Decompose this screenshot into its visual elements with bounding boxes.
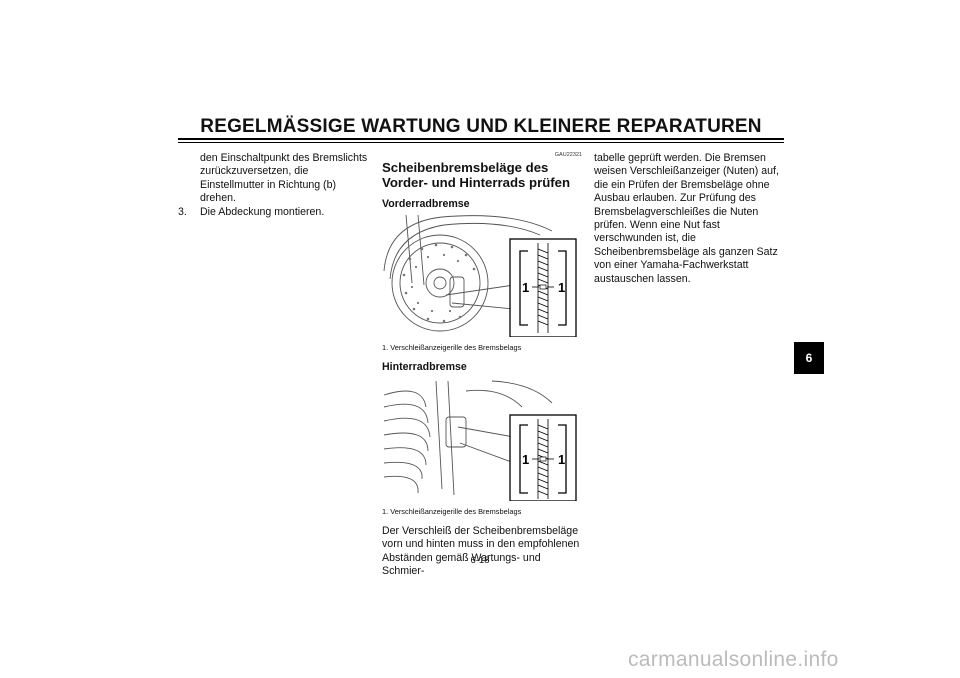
- callout-right: 1: [558, 280, 565, 295]
- watermark: carmanualsonline.info: [628, 648, 839, 671]
- front-brake-heading: Vorderradbremse: [382, 198, 470, 210]
- rear-brake-heading: Hinterradbremse: [382, 361, 467, 374]
- column-right: tabelle geprüft werden. Die Bremsen weis…: [594, 152, 786, 286]
- callout-left: 1: [522, 280, 529, 295]
- continued-paragraph: den Einschaltpunkt des Bremslichts zurüc…: [200, 152, 368, 205]
- page-number: 6-18: [470, 555, 490, 566]
- body-paragraph-continued: tabelle geprüft werden. Die Bremsen weis…: [594, 152, 779, 285]
- callout-left: 1: [522, 452, 529, 467]
- rear-brake-drawing: 1 1: [383, 380, 577, 501]
- front-brake-drawing: 1 1: [383, 215, 577, 338]
- front-brake-illustration: 1 1: [382, 213, 578, 338]
- header-rule-thin: [178, 142, 784, 143]
- callout-right: 1: [558, 452, 565, 467]
- section-title: Scheibenbremsbeläge des Vorder- und Hint…: [382, 160, 571, 190]
- step-number: 3.: [178, 205, 187, 218]
- header-rule: [178, 138, 784, 140]
- list-item: 3. Die Abdeckung montieren.: [178, 206, 368, 219]
- rear-brake-illustration: 1 1: [382, 377, 578, 501]
- page-title: REGELMÄSSIGE WARTUNG UND KLEINERE REPARA…: [200, 116, 762, 137]
- body-paragraph: Der Verschleiß der Scheibenbremsbeläge v…: [382, 524, 580, 578]
- step-text: Die Abdeckung montieren.: [200, 205, 325, 218]
- rear-figure-caption: 1. Verschleißanzeigerille des Bremsbelag…: [382, 506, 522, 516]
- document-code: GAU22321: [554, 152, 582, 158]
- column-left: den Einschaltpunkt des Bremslichts zurüc…: [178, 152, 368, 219]
- front-figure-caption: 1. Verschleißanzeigerille des Bremsbelag…: [382, 343, 522, 353]
- column-middle: GAU22321 Scheibenbremsbeläge des Vorder-…: [382, 152, 582, 578]
- chapter-tab: 6: [794, 342, 824, 374]
